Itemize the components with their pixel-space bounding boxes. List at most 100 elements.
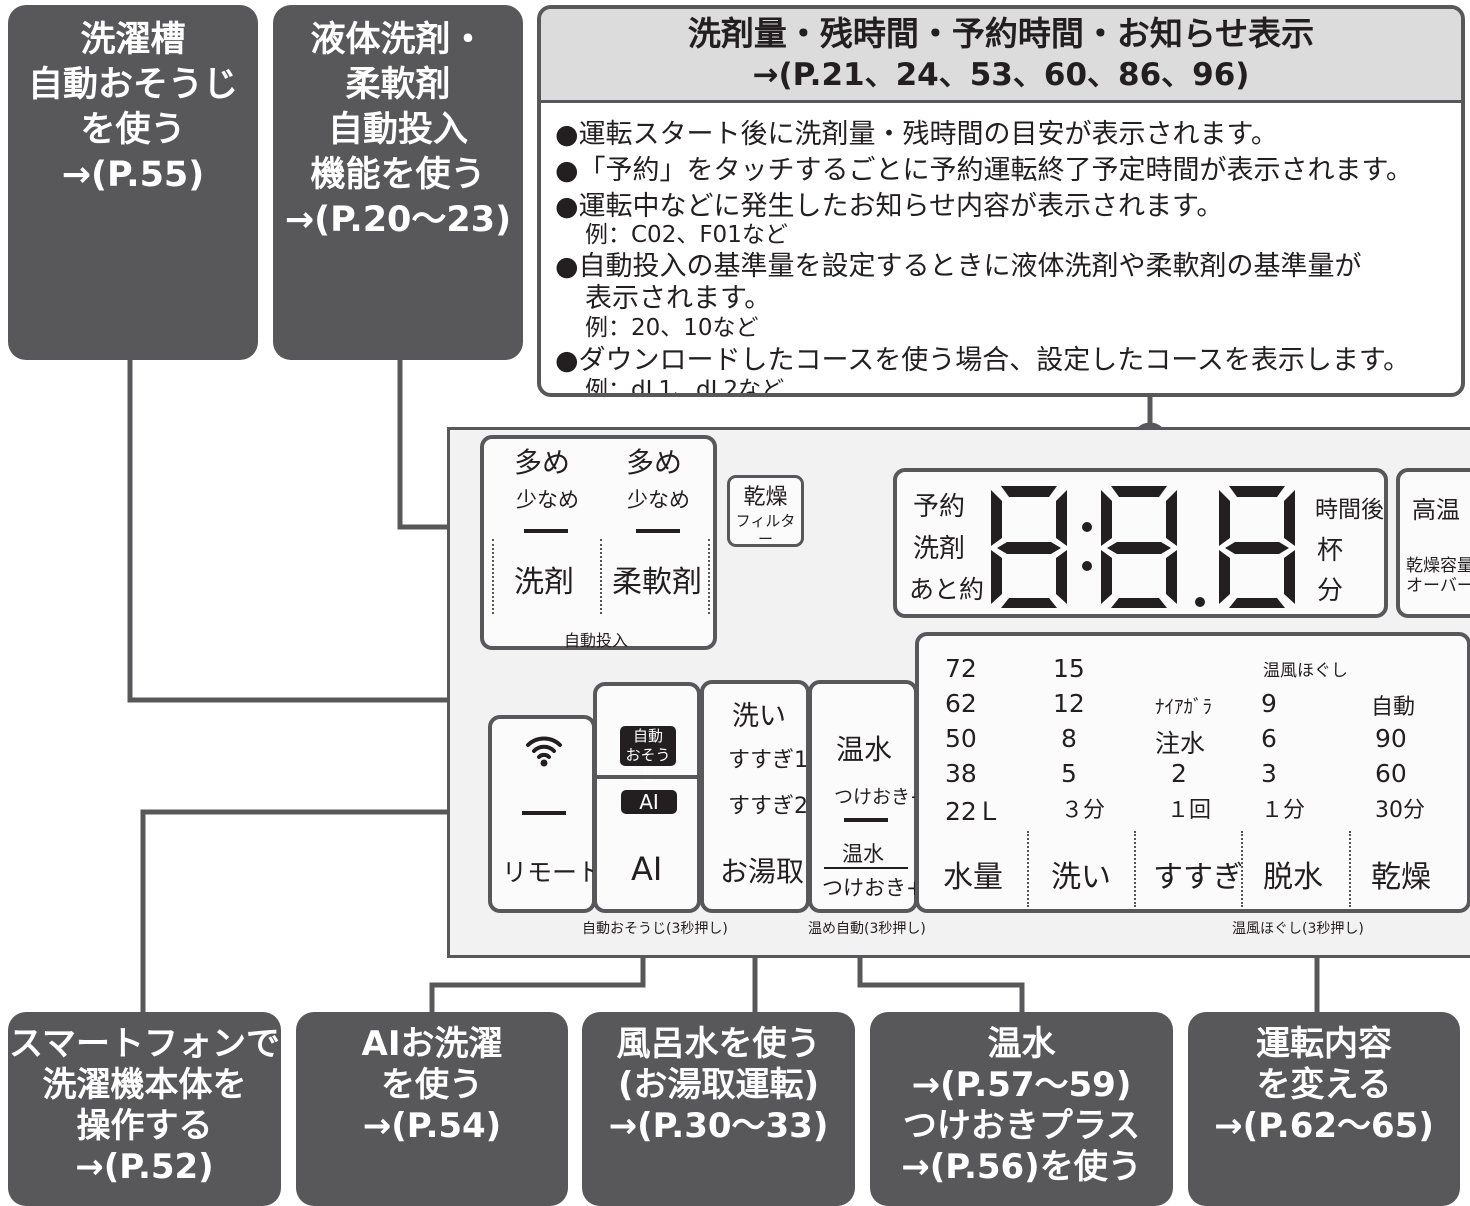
warm-air-loosen-label: 温風ほぐし [1263, 661, 1348, 681]
softener-more: 多め [626, 446, 683, 479]
spin-button[interactable]: 脱水 [1263, 860, 1323, 895]
soak-plus-label: つけおき+ [834, 786, 926, 808]
decimal-point [1195, 597, 1205, 607]
info-bullet: ●ダウンロードしたコースを使う場合、設定したコースを表示します。 [555, 345, 1411, 376]
callout-line: 洗濯機本体を [42, 1065, 247, 1105]
main-display: 予約 洗剤 あと約 [893, 468, 1388, 618]
bath-water-button[interactable]: 洗い すすぎ1 すすぎ2 お湯取 [700, 680, 810, 913]
callout-line: 自動投入 [327, 110, 468, 150]
info-bullet-continued: 表示されます。 [585, 283, 772, 314]
colon-dot-lower [1082, 561, 1092, 571]
callout-line: を使う [381, 1065, 483, 1105]
remote-indicator-bar [522, 811, 566, 815]
info-bullet: ●運転スタート後に洗剤量・残時間の目安が表示されます。 [555, 119, 1278, 150]
auto-clean-badge: 自動 おそうじ [620, 726, 676, 783]
water-level-button[interactable]: 水量 [943, 860, 1003, 895]
divider [600, 539, 602, 614]
display-reservation-label: 予約 [913, 492, 966, 522]
info-title: 洗剤量・残時間・予約時間・お知らせ表示 [687, 14, 1315, 53]
divider [492, 539, 494, 614]
rinse-value: 注水 [1155, 729, 1206, 758]
seven-segment-digits [991, 486, 1295, 608]
dry-time-value: 60 [1375, 759, 1407, 788]
callout-line: 洗濯槽 [80, 20, 186, 60]
callout-line: AIお洗濯 [361, 1024, 503, 1064]
divider [597, 775, 697, 779]
callout-line: つけおきプラス [902, 1106, 1141, 1146]
callout-line: →(P.20〜23) [284, 200, 512, 240]
high-temp-label: 高温 [1412, 496, 1460, 524]
digit-1 [991, 486, 1067, 608]
auto-dose-caption: 自動投入 [564, 631, 629, 650]
callout-bath-water: 風呂水を使う (お湯取運転) →(P.30〜33) [582, 1012, 855, 1206]
spin-time-value: 9 [1261, 689, 1277, 718]
wash-time-value: 12 [1053, 689, 1085, 718]
callout-ai-wash: AIお洗濯 を使う →(P.54) [296, 1012, 568, 1206]
dry-time-value: 30分 [1375, 798, 1425, 823]
remote-label: リモート [502, 858, 603, 887]
water-level-value: 72 [945, 654, 977, 683]
callout-line: (お湯取運転) [617, 1065, 820, 1105]
callout-auto-dose: 液体洗剤・ 柔軟剤 自動投入 機能を使う →(P.20〜23) [273, 5, 523, 360]
divider [1241, 831, 1243, 907]
ai-button[interactable]: 自動 おそうじ AI AI [593, 682, 701, 913]
callout-warm-water: 温水 →(P.57〜59) つけおきプラス →(P.56)を使う [870, 1012, 1173, 1206]
divider [1349, 831, 1351, 907]
digit-3 [1219, 486, 1295, 608]
rinse-value: 2 [1171, 759, 1187, 788]
spin-time-value: 3 [1261, 759, 1277, 788]
callout-line: →(P.30〜33) [608, 1106, 829, 1146]
detergent-button[interactable]: 洗剤 [514, 565, 574, 600]
digit-2 [1101, 486, 1177, 608]
bath-wash-label: 洗い [732, 701, 786, 732]
info-pages: →(P.21、24、53、60、86、96) [752, 57, 1250, 93]
info-bullet: ●運転中などに発生したお知らせ内容が表示されます。 [555, 191, 1224, 222]
display-remaining-label: あと約 [909, 575, 985, 604]
colon-dot-upper [1082, 522, 1092, 532]
water-level-value: 22Ｌ [945, 797, 1002, 826]
dry-button[interactable]: 乾燥 [1371, 860, 1431, 895]
callout-line: スマートフォンで [9, 1024, 280, 1064]
detergent-less: 少なめ [516, 488, 579, 512]
overload-label: オーバー [1406, 576, 1470, 596]
display-cups-label: 杯 [1317, 536, 1344, 566]
rinse-button[interactable]: すすぎ [1153, 860, 1243, 895]
divider [824, 867, 908, 869]
info-example: 例：20、10など [585, 315, 759, 341]
warm-water-label: 温水 [842, 842, 884, 866]
badge-line: 自動 [632, 727, 663, 745]
bath-rinse1-label: すすぎ1 [728, 748, 808, 773]
rinse-value: ﾅｲｱｶﾞﾗ [1155, 696, 1213, 718]
dry-time-value: 90 [1375, 724, 1407, 753]
callout-change-operation: 運転内容 を変える →(P.62〜65) [1188, 1012, 1460, 1206]
auto-dose-panel: 多め 多め 少なめ 少なめ 洗剤 柔軟剤 自動投入 [480, 435, 717, 650]
bath-rinse2-label: すすぎ2 [728, 794, 808, 819]
spin-time-value: １分 [1261, 798, 1306, 823]
display-minutes-label: 分 [1317, 576, 1344, 606]
water-level-value: 38 [945, 759, 977, 788]
dry-time-value: 自動 [1371, 695, 1416, 720]
dry-filter-indicator: 乾燥 フィルター [727, 475, 804, 548]
water-level-value: 50 [945, 724, 977, 753]
wash-button[interactable]: 洗い [1051, 860, 1111, 895]
warm-water-button[interactable]: 温水 つけおき+ 温水 つけおき+ [808, 680, 926, 913]
callout-line: 風呂水を使う [616, 1024, 821, 1064]
detergent-level-bar [524, 529, 568, 533]
remote-button[interactable]: リモート [488, 715, 602, 913]
softener-button[interactable]: 柔軟剤 [612, 565, 702, 600]
wifi-icon [526, 736, 562, 767]
info-box: 洗剤量・残時間・予約時間・お知らせ表示 →(P.21、24、53、60、86、9… [537, 5, 1465, 397]
divider [1134, 831, 1136, 907]
warm-air-caption: 温風ほぐし(3秒押し) [1232, 921, 1364, 937]
high-temp-panel: 高温 乾燥容量 オーバー [1396, 468, 1470, 618]
info-example: 例：C02、F01など [585, 222, 788, 248]
overload-label: 乾燥容量 [1406, 556, 1470, 576]
bath-water-label: お湯取 [720, 855, 805, 888]
callout-line: 運転内容 [1256, 1024, 1392, 1064]
display-detergent-label: 洗剤 [913, 534, 966, 564]
display-hours-later-label: 時間後 [1315, 497, 1384, 523]
callout-smartphone: スマートフォンで 洗濯機本体を 操作する →(P.52) [8, 1012, 281, 1206]
ai-label: AI [631, 850, 663, 888]
dry-filter-label: フィルター [735, 512, 796, 548]
ai-badge: AI [621, 790, 677, 814]
